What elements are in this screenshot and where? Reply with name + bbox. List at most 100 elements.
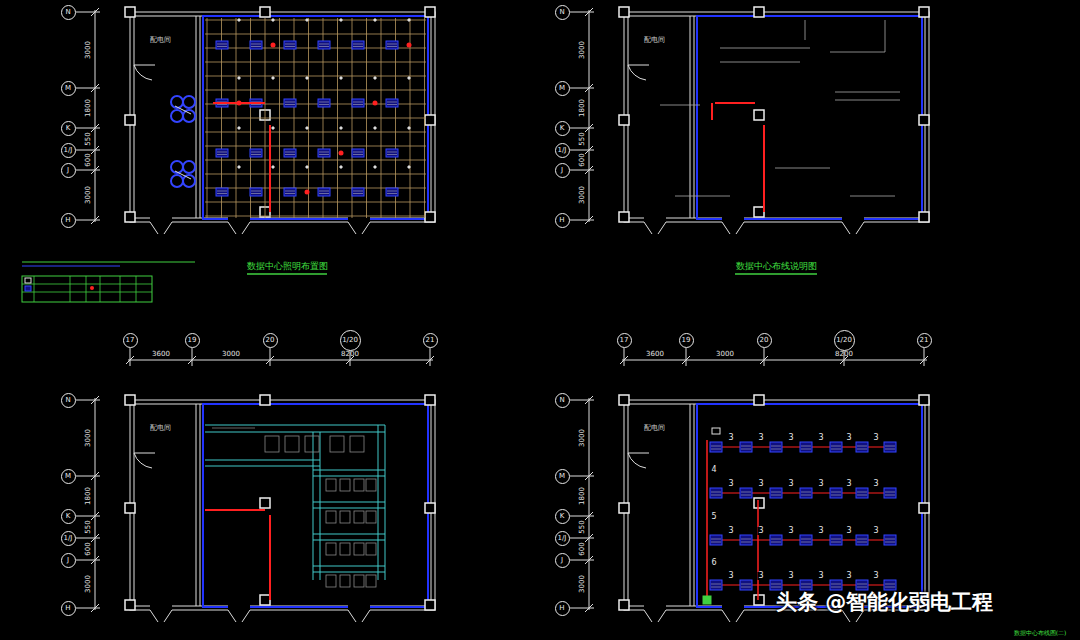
light-fixture — [830, 535, 842, 545]
axis-leader — [76, 88, 100, 89]
dimension-tick — [585, 534, 593, 542]
server-rack — [340, 575, 350, 587]
note-leader — [835, 100, 900, 101]
cable-tray — [205, 425, 385, 426]
fixture-lamp — [885, 584, 895, 585]
fixture-lamp — [387, 152, 397, 153]
dimension-line — [95, 10, 96, 222]
light-fixture — [800, 580, 812, 590]
fixture-lamp — [831, 449, 841, 450]
axis-leader — [570, 88, 594, 89]
light-fixture — [250, 188, 262, 196]
server-rack — [366, 479, 376, 491]
axis-bubble: 1/20 — [340, 330, 361, 351]
dimension-text: 1800 — [85, 487, 92, 505]
dimension-tick — [91, 472, 99, 480]
note-leader — [775, 168, 830, 169]
light-fixture — [856, 442, 868, 452]
ac-unit — [171, 175, 183, 187]
door-leaf — [228, 610, 250, 622]
axis-bubble: H — [61, 601, 76, 616]
axis-bubble: 20 — [263, 333, 278, 348]
structural-column — [619, 600, 629, 610]
dimension-tick — [91, 84, 99, 92]
distribution-box — [703, 596, 711, 604]
axis-leader — [430, 348, 431, 366]
axis-label: H — [559, 605, 564, 612]
dimension-text: 8200 — [341, 351, 359, 358]
fixture-lamp — [285, 102, 295, 103]
dimension-text: 3000 — [85, 429, 92, 447]
fixture-lamp — [711, 492, 721, 493]
axis-bubble: N — [61, 5, 76, 20]
ceiling-grid — [205, 34, 426, 35]
fixture-lamp — [711, 539, 721, 540]
door-leaf — [842, 222, 864, 234]
axis-bubble: N — [555, 393, 570, 408]
door-leaf — [644, 610, 666, 622]
fixture-lamp — [217, 154, 227, 155]
note-leader — [212, 428, 255, 429]
axis-bubble: H — [555, 601, 570, 616]
light-fixture — [856, 535, 868, 545]
cable-tray — [313, 534, 385, 535]
cable-tray — [313, 502, 385, 503]
light-fixture — [352, 149, 364, 157]
fixture-lamp — [711, 587, 721, 588]
dimension-tick — [91, 124, 99, 132]
axis-label: K — [560, 125, 565, 132]
axis-bubble: H — [61, 213, 76, 228]
fixture-lamp — [251, 191, 261, 192]
dimension-text: 3000 — [85, 41, 92, 59]
light-fixture — [284, 188, 296, 196]
fixture-lamp — [387, 154, 397, 155]
light-fixture — [710, 488, 722, 498]
light-fixture — [318, 188, 330, 196]
axis-label: J — [67, 557, 69, 564]
room-boundary — [697, 16, 922, 219]
axis-leader — [270, 348, 271, 366]
note-leader — [885, 20, 886, 52]
server-rack — [366, 511, 376, 523]
fixture-lamp — [387, 102, 397, 103]
emergency-light — [339, 151, 344, 156]
fixture-lamp — [353, 44, 363, 45]
axis-label: 1/20 — [836, 337, 852, 344]
emergency-light — [305, 190, 310, 195]
light-fixture — [884, 442, 896, 452]
axis-bubble: N — [61, 393, 76, 408]
structural-column — [425, 600, 435, 610]
fixture-lamp — [885, 495, 895, 496]
fixture-lamp — [801, 542, 811, 543]
floor-plan — [76, 348, 435, 622]
circuit-number: 3 — [872, 572, 879, 580]
axis-bubble: M — [61, 81, 76, 96]
door-swing — [134, 65, 152, 80]
door-gap — [150, 605, 172, 612]
fixture-lamp — [285, 46, 295, 47]
light-fixture — [386, 41, 398, 49]
ac-unit — [183, 110, 195, 122]
cable-tray — [205, 466, 320, 467]
watermark: 头条 @智能化弱电工程 — [776, 592, 993, 613]
door-gap — [228, 217, 250, 224]
door-gap — [644, 605, 666, 612]
room-name: 配电间 — [150, 37, 171, 44]
axis-bubble: M — [555, 469, 570, 484]
fixture-lamp — [857, 495, 867, 496]
server-rack — [265, 436, 279, 452]
fixture-lamp — [801, 449, 811, 450]
circuit-number: 3 — [872, 527, 879, 535]
light-fixture — [250, 149, 262, 157]
cable-tray — [320, 432, 321, 580]
axis-label: M — [559, 85, 565, 92]
smoke-detector — [373, 18, 377, 22]
floor-plan — [570, 348, 929, 622]
dimension-tick — [91, 146, 99, 154]
dimension-tick — [760, 356, 768, 364]
axis-bubble: N — [555, 5, 570, 20]
ceiling-grid — [205, 146, 426, 147]
outer-wall — [130, 400, 435, 610]
smoke-detector — [373, 126, 377, 130]
